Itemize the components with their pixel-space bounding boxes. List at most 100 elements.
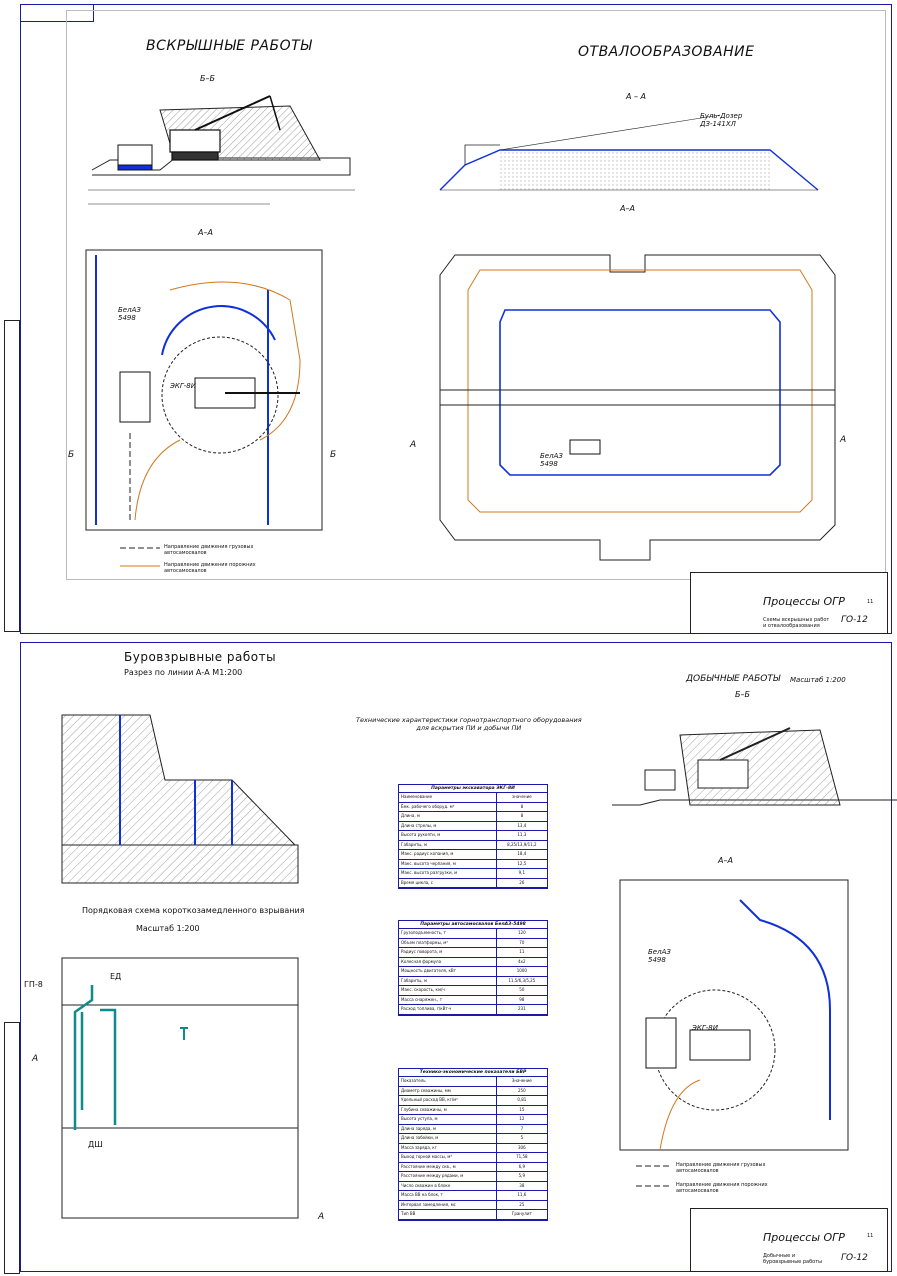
sheet1-legend-loaded: Направление движения грузовых автосамосв… bbox=[164, 544, 254, 556]
sheet1-title-left: ВСКРЫШНЫЕ РАБОТЫ bbox=[146, 38, 313, 54]
drill-table-cell: 7 bbox=[520, 1125, 524, 1131]
drill-table-cell: 0,81 bbox=[517, 1097, 527, 1102]
truck-table-cell: Макс. скорость, км/ч bbox=[399, 986, 497, 995]
sheet2-side-strip bbox=[4, 1022, 20, 1274]
sheet1-cut-a-left: А bbox=[410, 440, 417, 450]
dump-plan bbox=[439, 254, 836, 561]
excavator-table-cell: Наименование bbox=[399, 793, 497, 802]
excavator-table-row: Наименование значение bbox=[399, 793, 547, 803]
sheet2-title-right-scale: Масштаб 1:200 bbox=[790, 676, 846, 684]
drill-table-cell: Показатель bbox=[399, 1077, 497, 1086]
excavator-table-row: Ёмк. рабочего оборуд. м³ 8 bbox=[399, 802, 547, 812]
sheet2-section-bb: Б–Б bbox=[735, 690, 750, 699]
excavator-table-cell: 8 bbox=[520, 803, 524, 809]
sheet-2 bbox=[20, 642, 892, 1272]
sheet2-cut-a-right: А bbox=[318, 1212, 325, 1222]
drill-table-cell: Выход горной массы, м³ bbox=[399, 1153, 497, 1162]
sheet2-truck-label: БелАЗ 5498 bbox=[648, 948, 671, 964]
excavator-table-cell: 8 bbox=[520, 813, 524, 818]
truck-table-cell: 120 bbox=[518, 930, 526, 935]
overburden-plan bbox=[85, 249, 323, 567]
drill-table-cell: 12 bbox=[519, 1116, 525, 1121]
drill-table-cell: 25 bbox=[519, 1201, 525, 1207]
truck-table-title: Параметры автосамосвалов БелАЗ-5498 bbox=[399, 921, 547, 929]
sheet1-cut-b-right: Б bbox=[330, 450, 337, 460]
drill-table-cell: Гранулит bbox=[511, 1211, 532, 1216]
excavator-table-row: Габариты, м 8,25/13,9/11,2 bbox=[399, 840, 547, 850]
sheet1-stamp-title: Процессы ОГР bbox=[763, 595, 845, 608]
excavator-table-cell: 13,4 bbox=[517, 822, 527, 828]
excavator-table-cell: Макс. радиус копания, м bbox=[399, 850, 497, 859]
sheet2-tech-note: Технические характеристики горнотранспор… bbox=[356, 716, 582, 732]
drill-table-cell: 6,9 bbox=[518, 1163, 526, 1169]
sheet2-scheme-scale: Масштаб 1:200 bbox=[136, 924, 200, 933]
sheet2-label-tp: ГП-8 bbox=[24, 980, 43, 989]
excavator-table-cell: 26 bbox=[519, 879, 525, 885]
sheet2-legend-empty: Направление движения порожних автосамосв… bbox=[676, 1182, 768, 1194]
drill-table-cell: 306 bbox=[518, 1144, 526, 1150]
drill-table-cell: 71,58 bbox=[516, 1154, 528, 1159]
drill-table-cell: Диаметр скважины, мм bbox=[399, 1086, 497, 1095]
production-section bbox=[612, 727, 897, 806]
sheet2-title-left: Буровзрывные работы bbox=[124, 650, 277, 664]
drill-table-cell: 5 bbox=[520, 1135, 524, 1140]
excavator-table-cell: значение bbox=[511, 794, 532, 799]
truck-table-row: Макс. скорость, км/ч 50 bbox=[399, 986, 547, 996]
sheet-1-tab bbox=[20, 4, 94, 22]
drill-table-cell: Расстояние между скв., м bbox=[399, 1162, 497, 1171]
sheet1-section-bb: Б–Б bbox=[200, 74, 215, 83]
sheet1-truck-label: БелАЗ 5498 bbox=[118, 306, 141, 322]
excavator-table-title: Параметры экскаватора ЭКГ-8И bbox=[399, 785, 547, 793]
sheet1-truck-label-dump: БелАЗ 5498 bbox=[540, 452, 563, 468]
drill-table-cell: Глубина скважины, м bbox=[399, 1105, 497, 1114]
sheet1-stamp-sheet: 11 bbox=[867, 599, 874, 605]
drill-params-table: Технико-экономические показатели БВР Пок… bbox=[398, 1068, 548, 1221]
sheet-1-inner-frame bbox=[66, 10, 886, 580]
excavator-table-cell: 8,25/13,9/11,2 bbox=[507, 841, 537, 847]
sheet2-stamp-title: Процессы ОГР bbox=[763, 1231, 845, 1244]
sheet1-stamp-code: ГО-12 bbox=[841, 615, 868, 625]
drill-table-cell: Удельный расход ВВ, кг/м³ bbox=[399, 1096, 497, 1105]
truck-table-cell: 11 bbox=[519, 949, 525, 954]
excavator-table-cell: 18,4 bbox=[517, 851, 527, 856]
truck-table-cell: 1000 bbox=[516, 968, 527, 973]
sheet1-cut-b-left: Б bbox=[68, 450, 75, 460]
sheet2-stamp: Процессы ОГР ГО-12 11 Добычные и буровзр… bbox=[690, 1208, 888, 1272]
excavator-table-cell: Ёмк. рабочего оборуд. м³ bbox=[399, 802, 497, 811]
sheet2-stamp-sheet: 11 bbox=[867, 1233, 874, 1239]
excavator-table-cell: Габариты, м bbox=[399, 840, 497, 849]
truck-table-cell: 98 bbox=[519, 996, 525, 1002]
sheet1-cut-a-right: А bbox=[840, 435, 847, 445]
drill-table-cell: Интервал замедления, мс bbox=[399, 1200, 497, 1209]
drill-table-cell: Тип ВВ bbox=[399, 1210, 497, 1219]
excavator-table-cell: 11,3 bbox=[517, 832, 527, 837]
drill-table-cell: 250 bbox=[518, 1087, 526, 1093]
truck-table-cell: 50 bbox=[519, 987, 525, 992]
sheet2-label-dsh: ДШ bbox=[88, 1140, 103, 1149]
truck-table-cell: Расход топлива, г/кВт·ч bbox=[399, 1005, 497, 1014]
drill-table-cell: Высота уступа, м bbox=[399, 1115, 497, 1124]
sheet1-drawings bbox=[85, 95, 836, 567]
sheet2-legend-loaded: Направление движения грузовых автосамосв… bbox=[676, 1162, 766, 1174]
drill-table-cell: 38 bbox=[519, 1182, 525, 1188]
drill-section bbox=[61, 714, 299, 884]
drill-table-row: Удельный расход ВВ, кг/м³ 0,81 bbox=[399, 1096, 547, 1106]
excavator-table-cell: Макс. высота разгрузки, м bbox=[399, 869, 497, 878]
drill-table-row: Интервал замедления, мс 25 bbox=[399, 1200, 547, 1210]
